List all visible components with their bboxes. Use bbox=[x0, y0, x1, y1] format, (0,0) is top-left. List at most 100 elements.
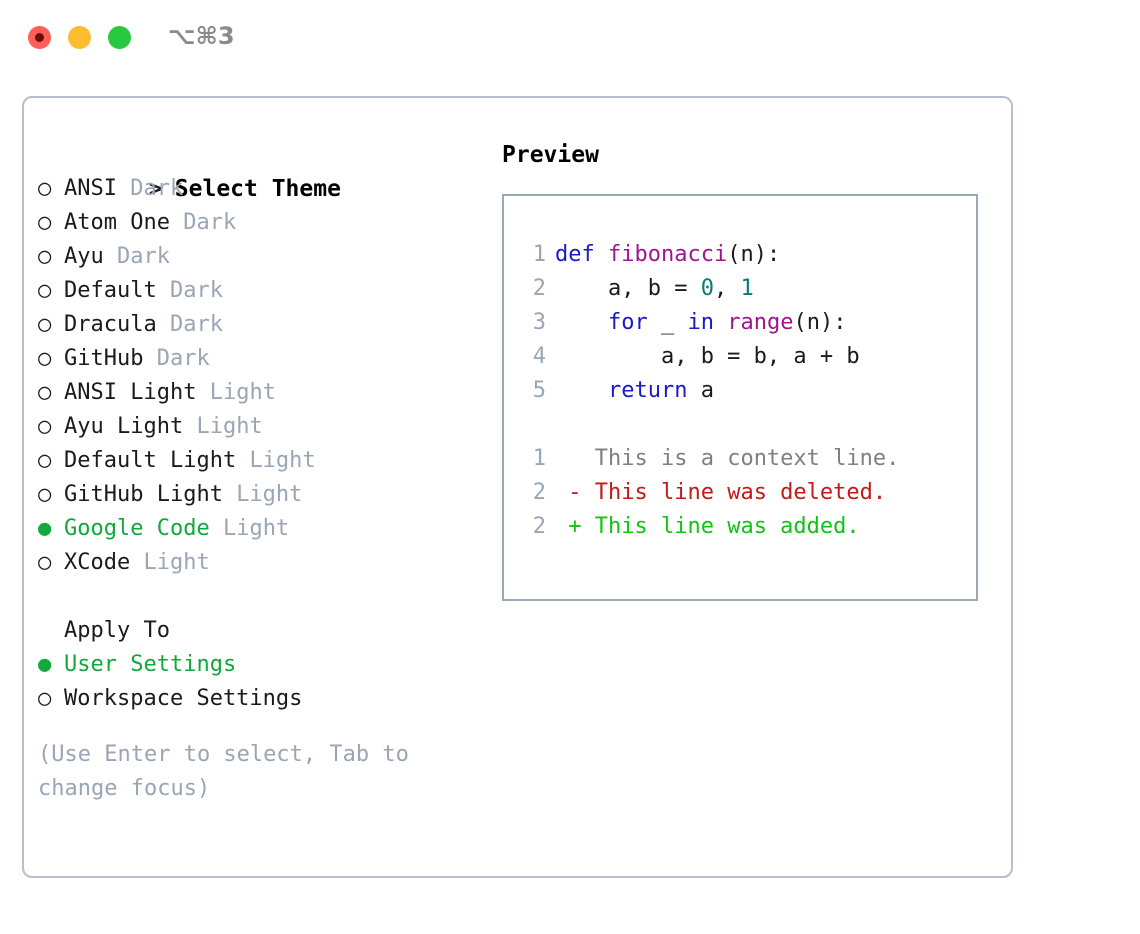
maximize-button[interactable] bbox=[108, 26, 131, 49]
theme-name-label: Google Code bbox=[64, 516, 223, 541]
line-number: 2 bbox=[532, 514, 546, 539]
theme-variant-tag: Dark bbox=[169, 312, 223, 337]
theme-list-item[interactable]: ○XCode Light bbox=[38, 546, 498, 580]
select-theme-header: > Select Theme bbox=[38, 138, 498, 202]
list-spacer bbox=[38, 580, 498, 614]
theme-name-label: Ayu Light bbox=[64, 414, 197, 439]
code-token: a bbox=[687, 378, 714, 403]
diff-line: 1 This is a context line. bbox=[520, 442, 968, 476]
theme-list-item[interactable]: ○ Default Dark bbox=[38, 274, 498, 308]
radio-selected-icon: ● bbox=[38, 652, 52, 677]
radio-selected-icon: ● bbox=[38, 516, 52, 541]
theme-name-label: Ayu bbox=[64, 244, 117, 269]
title-bar: ⌥⌘3 bbox=[0, 0, 1140, 78]
apply-to-list[interactable]: ●User Settings ○ Workspace Settings bbox=[38, 648, 498, 716]
code-token bbox=[714, 310, 727, 335]
line-number: 5 bbox=[532, 378, 546, 403]
code-token: _ bbox=[647, 310, 688, 335]
line-number: 4 bbox=[532, 344, 546, 369]
theme-name-label: Dracula bbox=[64, 312, 170, 337]
code-token: a, b = b, a + b bbox=[555, 344, 860, 369]
theme-name-label: ANSI Light bbox=[64, 380, 210, 405]
theme-variant-tag: Light bbox=[249, 448, 316, 473]
radio-unselected-icon: ○ bbox=[38, 414, 52, 439]
apply-to-label: Workspace Settings bbox=[64, 686, 303, 711]
code-line: 2 a, b = 0, 1 bbox=[520, 272, 968, 306]
code-token bbox=[555, 310, 608, 335]
theme-name-label: XCode bbox=[64, 550, 144, 575]
select-theme-title: Select Theme bbox=[174, 176, 341, 202]
line-number: 1 bbox=[532, 446, 546, 471]
theme-name-label: GitHub bbox=[64, 346, 157, 371]
prompt-caret-icon: > bbox=[148, 176, 163, 202]
radio-unselected-icon: ○ bbox=[38, 380, 52, 405]
theme-variant-tag: Dark bbox=[116, 244, 170, 269]
radio-unselected-icon: ○ bbox=[38, 278, 52, 303]
preview-title: Preview bbox=[502, 142, 599, 168]
theme-variant-tag: Light bbox=[209, 380, 276, 405]
theme-name-label: Default Light bbox=[64, 448, 250, 473]
line-number: 2 bbox=[532, 480, 546, 505]
apply-to-title: Apply To bbox=[64, 618, 170, 643]
theme-variant-tag: Light bbox=[196, 414, 263, 439]
theme-selector-column: >Select Theme ○ANSI Dark○Atom One Dark○A… bbox=[38, 138, 498, 806]
code-token bbox=[555, 378, 608, 403]
theme-list-item[interactable]: ○ ANSI Light Light bbox=[38, 376, 498, 410]
theme-list-item[interactable]: ○Default Light Light bbox=[38, 444, 498, 478]
theme-name-label: Default bbox=[64, 278, 170, 303]
line-number: 2 bbox=[532, 276, 546, 301]
theme-list-item[interactable]: ○ANSI Dark bbox=[38, 172, 498, 206]
radio-unselected-icon: ○ bbox=[38, 176, 52, 201]
keyboard-hint-text: (Use Enter to select, Tab to change focu… bbox=[38, 742, 423, 801]
theme-list-item[interactable]: ●Google Code Light bbox=[38, 512, 498, 546]
radio-unselected-icon: ○ bbox=[38, 686, 52, 711]
close-button[interactable] bbox=[28, 26, 51, 49]
diff-text: This line was added. bbox=[594, 514, 860, 539]
radio-unselected-icon: ○ bbox=[38, 482, 52, 507]
theme-list-item[interactable]: ○ Dracula Dark bbox=[38, 308, 498, 342]
theme-list-item[interactable]: ○GitHub Dark bbox=[38, 342, 498, 376]
code-line: 5 return a bbox=[520, 374, 968, 408]
diff-sign: - bbox=[555, 480, 595, 505]
theme-name-label: GitHub Light bbox=[64, 482, 237, 507]
theme-list[interactable]: ○ANSI Dark○Atom One Dark○Ayu Dark○Defaul… bbox=[38, 172, 498, 580]
radio-unselected-icon: ○ bbox=[38, 346, 52, 371]
code-token: 1 bbox=[740, 276, 754, 301]
line-number: 1 bbox=[532, 242, 546, 267]
radio-unselected-icon: ○ bbox=[38, 244, 52, 269]
diff-line: 2 - This line was deleted. bbox=[520, 476, 968, 510]
diff-text: This is a context line. bbox=[594, 446, 900, 471]
radio-unselected-icon: ○ bbox=[38, 312, 52, 337]
diff-block: 1 This is a context line.2 - This line w… bbox=[520, 442, 968, 544]
apply-to-option[interactable]: ●User Settings bbox=[38, 648, 498, 682]
code-token: (n): bbox=[793, 310, 847, 335]
theme-list-item[interactable]: ○ Ayu Light Light bbox=[38, 410, 498, 444]
code-token: , bbox=[713, 276, 741, 301]
apply-to-option[interactable]: ○ Workspace Settings bbox=[38, 682, 498, 716]
theme-list-item[interactable]: ○Atom One Dark bbox=[38, 206, 498, 240]
code-token: 0 bbox=[700, 276, 714, 301]
diff-text: This line was deleted. bbox=[594, 480, 887, 505]
main-panel: >Select Theme ○ANSI Dark○Atom One Dark○A… bbox=[22, 96, 1013, 878]
window-controls bbox=[28, 26, 131, 49]
theme-name-label: Atom One bbox=[64, 210, 184, 235]
theme-list-item[interactable]: ○ GitHub Light Light bbox=[38, 478, 498, 512]
code-token: return bbox=[607, 378, 688, 403]
code-diff-spacer bbox=[520, 408, 968, 442]
code-token: in bbox=[687, 310, 714, 335]
theme-name-label: ANSI bbox=[64, 176, 131, 201]
diff-line: 2 + This line was added. bbox=[520, 510, 968, 544]
code-line: 3 for _ in range(n): bbox=[520, 306, 968, 340]
theme-variant-tag: Light bbox=[236, 482, 303, 507]
theme-variant-tag: Dark bbox=[183, 210, 237, 235]
minimize-button[interactable] bbox=[68, 26, 91, 49]
code-token: def bbox=[555, 242, 608, 267]
theme-variant-tag: Dark bbox=[169, 278, 223, 303]
theme-variant-tag: Light bbox=[143, 550, 210, 575]
theme-list-item[interactable]: ○ Ayu Dark bbox=[38, 240, 498, 274]
